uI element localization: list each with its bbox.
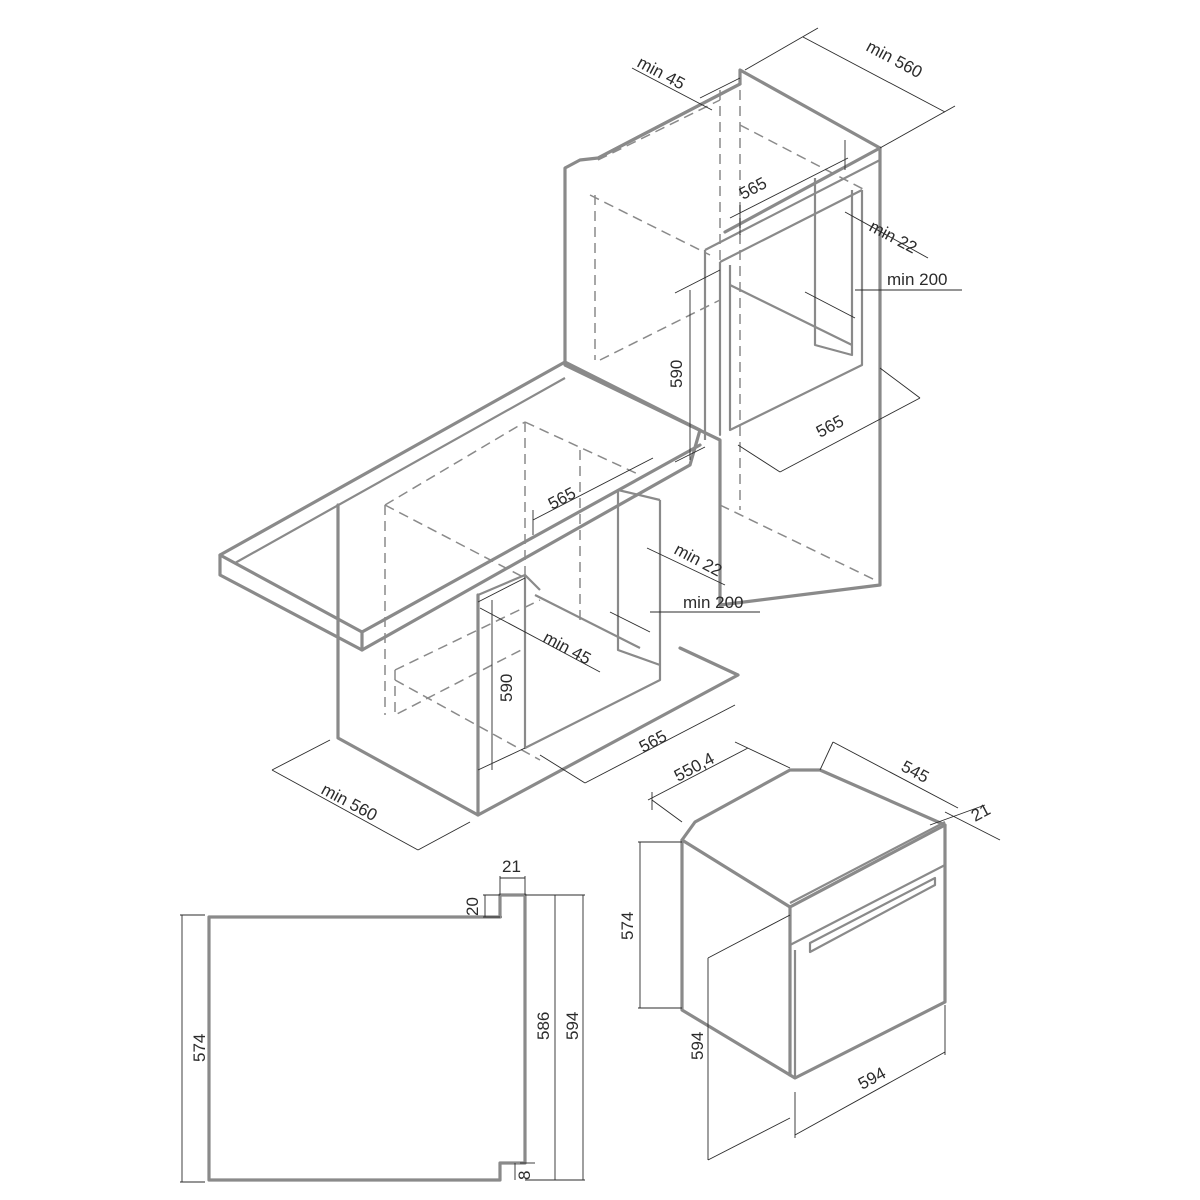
label-oven-594-width: 594 (855, 1063, 889, 1093)
label-upper-min560: min 560 (863, 37, 925, 82)
label-lower-min200: min 200 (683, 593, 743, 612)
label-upper-565-width: 565 (813, 411, 847, 441)
label-side-594: 594 (563, 1012, 582, 1040)
label-upper-min22: min 22 (866, 217, 920, 258)
label-side-574: 574 (190, 1034, 209, 1062)
dimension-labels: min 560 min 45 565 min 22 min 200 590 56… (190, 37, 994, 1180)
label-lower-565-width: 565 (636, 726, 670, 756)
label-oven-21: 21 (968, 800, 994, 826)
label-oven-550-4: 550,4 (671, 749, 717, 786)
label-lower-min560: min 560 (318, 780, 380, 825)
label-side-20: 20 (463, 897, 482, 916)
label-side-21: 21 (502, 857, 521, 876)
label-side-8: 8 (515, 1171, 534, 1180)
label-oven-594-height: 594 (688, 1032, 707, 1060)
label-lower-590: 590 (497, 674, 516, 702)
label-upper-590: 590 (667, 360, 686, 388)
label-lower-565-depth: 565 (545, 483, 579, 513)
label-lower-min22: min 22 (671, 540, 725, 581)
upper-dimensions (631, 27, 962, 473)
label-oven-574: 574 (618, 912, 637, 940)
label-side-586: 586 (534, 1012, 553, 1040)
label-oven-545: 545 (898, 757, 932, 787)
lower-dimensions (271, 457, 760, 851)
tall-cabinet (563, 68, 882, 607)
label-lower-min45: min 45 (540, 628, 594, 669)
oven (638, 741, 1001, 1161)
label-upper-min200: min 200 (887, 270, 947, 289)
base-cabinet (218, 360, 740, 817)
label-upper-min45: min 45 (634, 53, 688, 94)
label-upper-565-depth: 565 (736, 173, 770, 203)
side-profile (180, 876, 585, 1183)
